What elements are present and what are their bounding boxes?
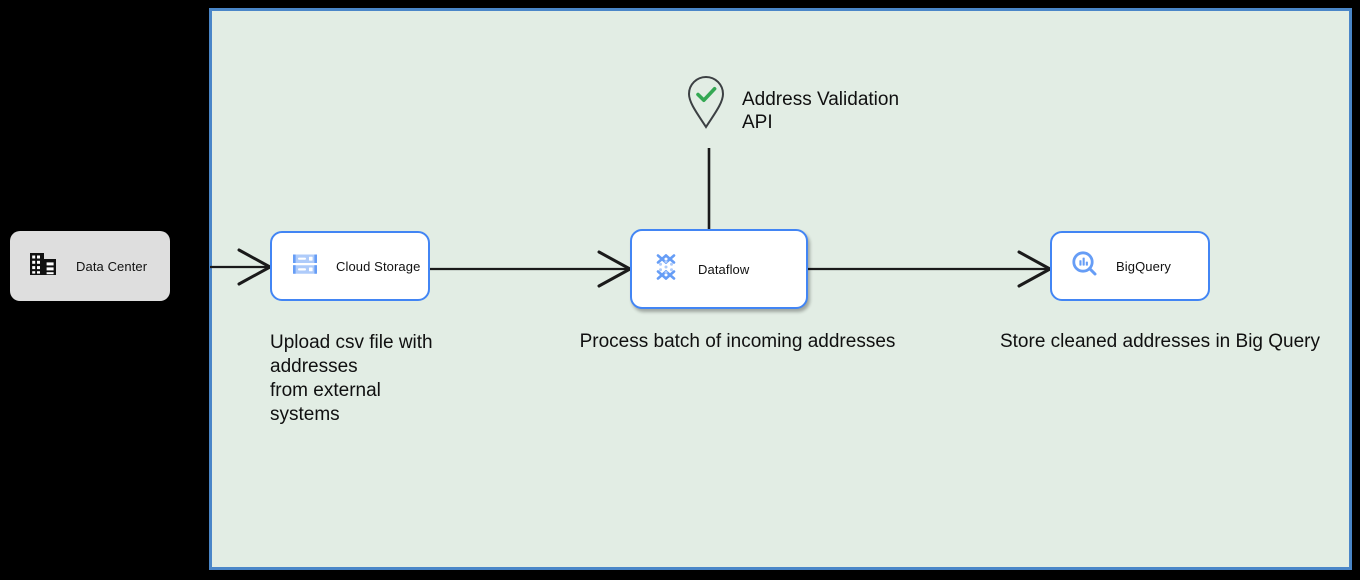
caption-upload-csv: Upload csv file with addresses from exte… <box>270 332 433 425</box>
node-label-data-center: Data Center <box>76 258 148 274</box>
caption-process-batch: Process batch of incoming addresses <box>579 331 896 352</box>
building-icon <box>28 249 58 284</box>
node-label-address-validation-api: Address Validation API <box>742 89 900 133</box>
node-bigquery[interactable]: BigQuery <box>1050 231 1210 301</box>
node-address-validation-api[interactable]: Address Validation API <box>686 74 899 137</box>
cloud-storage-icon <box>290 249 320 284</box>
node-cloud-storage[interactable]: Cloud Storage <box>270 231 430 301</box>
dataflow-icon <box>650 251 682 288</box>
node-data-center[interactable]: Data Center <box>10 231 170 301</box>
map-pin-check-icon <box>686 74 726 137</box>
bigquery-icon <box>1070 249 1100 284</box>
node-dataflow[interactable]: Dataflow <box>630 229 808 309</box>
node-label-dataflow: Dataflow <box>698 261 750 277</box>
node-label-cloud-storage: Cloud Storage <box>336 258 421 274</box>
node-label-bigquery: BigQuery <box>1116 258 1171 274</box>
caption-store-cleaned: Store cleaned addresses in Big Query <box>999 331 1320 352</box>
